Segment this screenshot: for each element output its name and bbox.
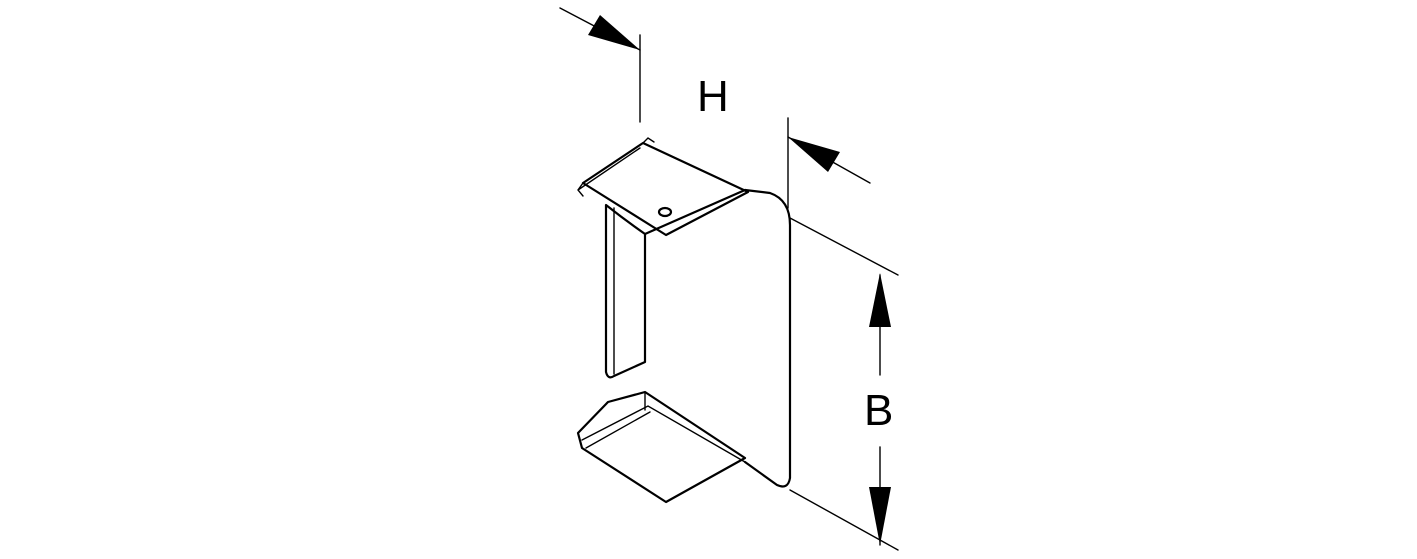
b-arrowhead-top <box>869 273 891 327</box>
bottom-flange <box>576 390 747 504</box>
b-arrowhead-bottom <box>869 487 891 545</box>
top-flange-lip <box>642 137 655 144</box>
b-extension-line-top <box>789 217 899 276</box>
top-flange <box>581 141 750 237</box>
h-arrowhead-left <box>588 15 640 50</box>
bottom-flange-fold <box>581 405 746 463</box>
end-cap-part <box>576 137 792 504</box>
back-plate-inner-edge <box>643 188 747 236</box>
back-plate <box>743 188 792 488</box>
top-flange-fold <box>577 147 641 197</box>
dimension-h-label: H <box>697 72 729 121</box>
side-wall <box>604 203 647 379</box>
dimension-b-label: B <box>864 386 893 435</box>
dimension-b: B <box>789 217 899 551</box>
mounting-hole <box>657 206 673 218</box>
h-arrowhead-right <box>788 137 840 172</box>
dimension-h: H <box>559 7 871 209</box>
